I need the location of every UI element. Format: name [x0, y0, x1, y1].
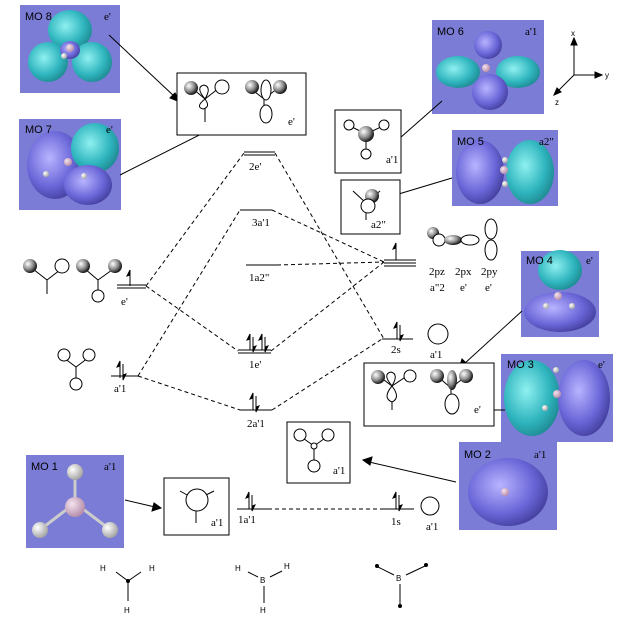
mo5-panel: MO 5 a2": [452, 130, 558, 206]
mo1-title: MO 1: [31, 461, 58, 473]
mo5-title: MO 5: [457, 136, 484, 148]
h3-h3: H: [124, 606, 130, 615]
salc-box-e-right: e': [363, 362, 495, 427]
electrons: [116, 242, 404, 512]
salc-box-a1-bottom: a'1: [163, 477, 230, 536]
axis-z: z: [555, 98, 559, 107]
correlation-lines: [137, 152, 385, 510]
boron-1s-orbital: [420, 496, 440, 516]
level-2s-sym: a'1: [430, 349, 442, 361]
mo6-title: MO 6: [437, 26, 464, 38]
h3-h1: H: [100, 564, 106, 573]
mo3-sym: e': [598, 359, 605, 371]
level-1a2-label: 1a2": [249, 272, 269, 284]
salc-a1-bottom-label: a'1: [211, 517, 223, 529]
axis-x: x: [571, 29, 575, 38]
level-3a1-label: 3a'1: [252, 217, 270, 229]
molecule-h3: H H H: [100, 564, 155, 615]
salc-a1-right-label: a'1: [386, 154, 398, 166]
bh3-h2: H: [284, 562, 290, 571]
boron-p-orbitals: [427, 218, 498, 261]
mo5-sym: a2": [539, 136, 554, 148]
mo8-title: MO 8: [25, 11, 52, 23]
mo2-sym: a'1: [534, 449, 546, 461]
boron-2s-orbital: [427, 323, 449, 345]
mo3-panel: MO 3 e': [501, 354, 613, 442]
mo6-panel: MO 6 a'1: [432, 20, 544, 114]
mo7-sym: e': [106, 124, 113, 136]
molecule-b-frame: B: [375, 563, 428, 608]
p-orbital-z: 2pz: [429, 266, 445, 278]
level-1s-sym: a'1: [426, 521, 438, 533]
salc-box-e-top: e': [176, 72, 307, 136]
bh3-h1: H: [235, 564, 241, 573]
level-1s-label: 1s: [391, 516, 401, 528]
salc-box-a1-right: a'1: [334, 109, 402, 174]
level-2a1-label: 2a'1: [247, 418, 265, 430]
left-e-label: e': [121, 296, 128, 308]
p-orbital-x: 2px: [455, 266, 472, 278]
mo4-title: MO 4: [526, 255, 553, 267]
salc-box-a2: a2": [340, 179, 401, 235]
mo2-title: MO 2: [464, 449, 491, 461]
left-h3-salcs: [23, 258, 122, 391]
level-1e-label: 1e': [249, 359, 261, 371]
left-a1-label: a'1: [114, 383, 126, 395]
bh3-h3: H: [260, 606, 266, 615]
level-2e-label: 2e': [249, 161, 261, 173]
level-2s-label: 2s: [391, 344, 401, 356]
level-1a1-label: 1a'1: [238, 514, 256, 526]
molecule-bh3: H B H H: [235, 562, 290, 615]
mo7-panel: MO 7 e': [19, 119, 121, 210]
salc-box-a1-mid: a'1: [286, 421, 351, 484]
salc-a2-label: a2": [371, 219, 386, 231]
mo3-title: MO 3: [507, 359, 534, 371]
salc-e-right-label: e': [474, 404, 481, 416]
mo4-sym: e': [586, 255, 593, 267]
mo1-panel: MO 1 a'1: [26, 455, 124, 548]
p-sym-y: e': [485, 282, 492, 294]
p-sym-x: e': [460, 282, 467, 294]
p-orbital-y: 2py: [481, 266, 498, 278]
energy-levels: [111, 151, 416, 510]
axis-y: y: [605, 71, 609, 80]
h3-h2: H: [149, 564, 155, 573]
mo2-panel: MO 2 a'1: [459, 442, 557, 530]
p-sym-z: a"2: [430, 282, 445, 294]
salc-a1-mid-label: a'1: [333, 465, 345, 477]
mo4-panel: MO 4 e': [521, 250, 599, 337]
bh3-b: B: [260, 576, 265, 585]
b-frame-b: B: [396, 574, 401, 583]
mo6-sym: a'1: [525, 26, 537, 38]
salc-e-top-label: e': [288, 116, 295, 128]
axes-icon: [553, 36, 604, 96]
mo8-sym: e': [104, 11, 111, 23]
mo1-sym: a'1: [104, 461, 116, 473]
mo7-title: MO 7: [25, 124, 52, 136]
mo8-panel: MO 8 e': [20, 5, 120, 93]
